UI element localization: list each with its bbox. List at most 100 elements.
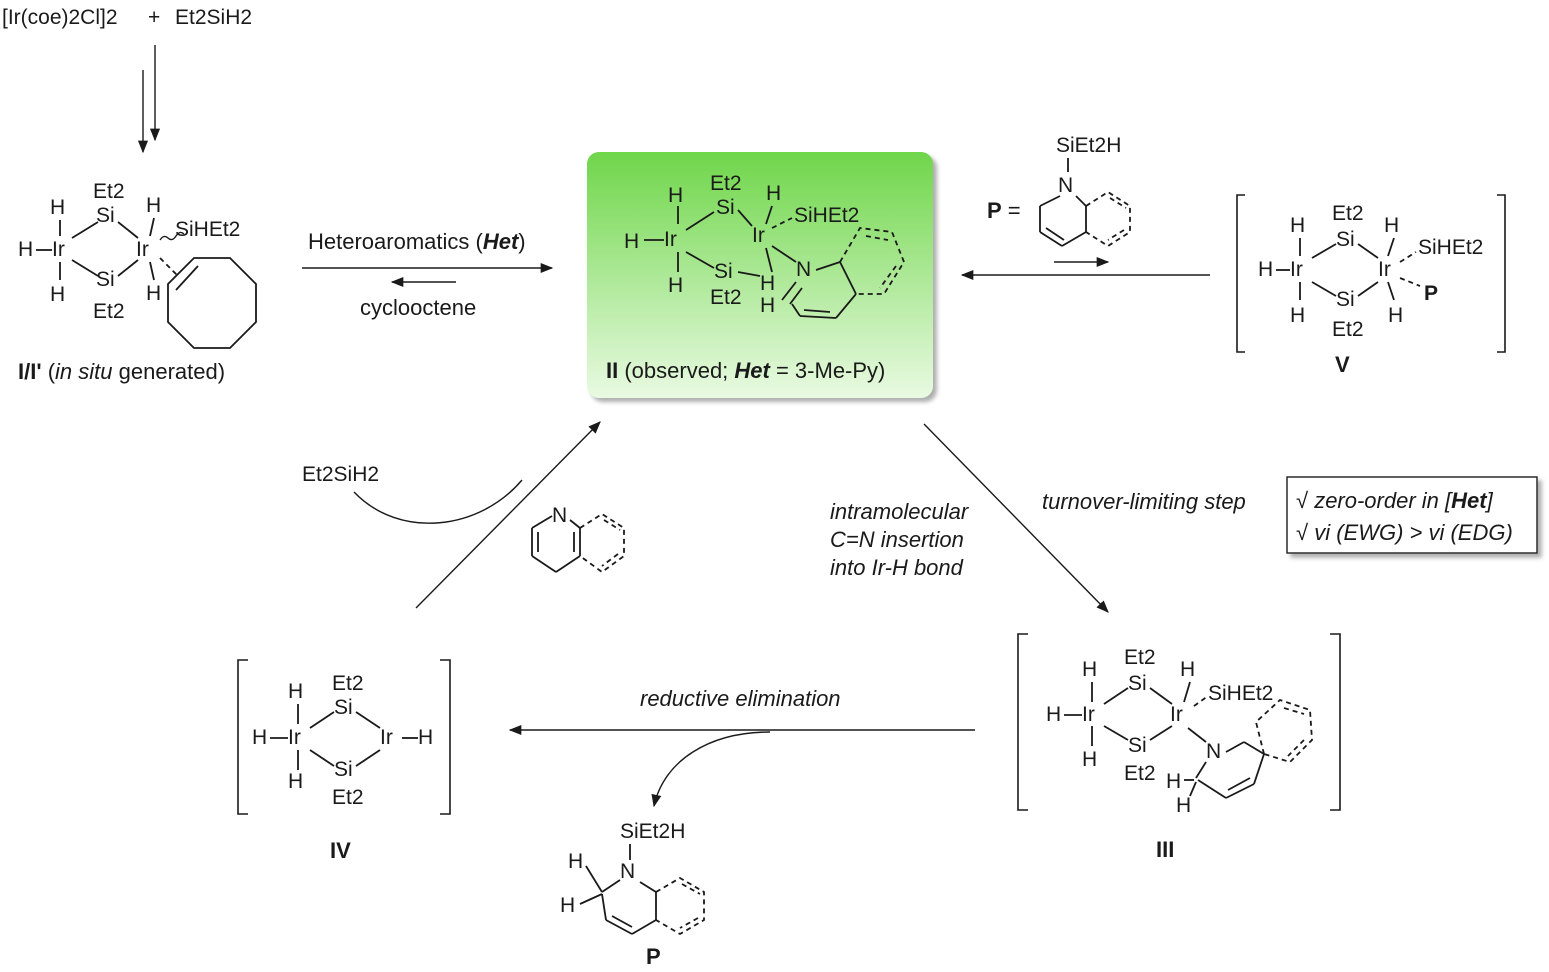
atom-h: H bbox=[18, 238, 33, 261]
atom-si-top: Si bbox=[1128, 672, 1147, 695]
atom-h: H bbox=[1258, 258, 1273, 281]
fused-benzo-dashed bbox=[839, 227, 906, 295]
atom-h: H bbox=[766, 182, 781, 205]
et2-group: Et2 bbox=[1124, 646, 1156, 669]
iridium-precursor: [Ir(coe)2Cl]2 bbox=[2, 6, 118, 29]
label-complex-ii: II (observed; Het = 3-Me-Py) bbox=[606, 358, 885, 383]
et2-group: Et2 bbox=[710, 172, 742, 195]
turnover-limiting-label: turnover-limiting step bbox=[1042, 489, 1246, 514]
sihet2-ligand: SiHEt2 bbox=[794, 204, 859, 227]
product-release-arrow bbox=[651, 731, 771, 808]
atom-h: H bbox=[146, 194, 161, 217]
atom-ir-right: Ir bbox=[1170, 703, 1183, 726]
atom-n: N bbox=[552, 504, 567, 527]
atom-h: H bbox=[1290, 304, 1305, 327]
atom-h: H bbox=[568, 850, 583, 873]
et2-group: Et2 bbox=[1124, 762, 1156, 785]
atom-si-top: Si bbox=[1336, 228, 1355, 251]
arrow-ii-to-iii bbox=[923, 423, 1109, 613]
atom-ir-right: Ir bbox=[380, 726, 393, 749]
insertion-label-1: intramolecular bbox=[830, 499, 970, 524]
atom-n: N bbox=[796, 258, 811, 281]
atom-h: H bbox=[1082, 658, 1097, 681]
label-product-p: P bbox=[646, 944, 661, 969]
heteroaromatics-label: Heteroaromatics (Het) bbox=[308, 229, 526, 254]
atom-si-bottom: Si bbox=[96, 268, 115, 291]
atom-si-bottom: Si bbox=[1336, 288, 1355, 311]
complex-ii: H H Ir H Et2 Si Ir H SiHEt2 Si Et2 H N H bbox=[606, 172, 906, 383]
starting-reagents: [Ir(coe)2Cl]2 + Et2SiH2 bbox=[2, 6, 252, 29]
atom-h: H bbox=[50, 196, 65, 219]
atom-h: H bbox=[252, 726, 267, 749]
et2-group: Et2 bbox=[332, 786, 364, 809]
et2-group: Et2 bbox=[332, 672, 364, 695]
sihet2-ligand: SiHEt2 bbox=[1418, 236, 1483, 259]
atom-si-bottom: Si bbox=[334, 758, 353, 781]
atom-n: N bbox=[620, 860, 635, 883]
atom-ir-left: Ir bbox=[1082, 703, 1095, 726]
atom-ir-left: Ir bbox=[288, 726, 301, 749]
complex-iii: H H Ir H Et2 Si Si Et2 Ir H SiHEt2 N H H bbox=[1017, 633, 1341, 862]
atom-h: H bbox=[1384, 214, 1399, 237]
atom-ir-right: Ir bbox=[136, 238, 149, 261]
atom-h: H bbox=[1082, 748, 1097, 771]
atom-si-bottom: Si bbox=[1128, 734, 1147, 757]
atom-ir-left: Ir bbox=[664, 228, 677, 251]
note-rate-comparison: √ vi (EWG) > vi (EDG) bbox=[1296, 520, 1513, 545]
atom-n: N bbox=[1206, 740, 1221, 763]
atom-h: H bbox=[1166, 770, 1181, 793]
label-complex-iv: IV bbox=[330, 838, 351, 863]
atom-h: H bbox=[288, 770, 303, 793]
fused-benzo-dashed bbox=[655, 876, 705, 936]
atom-si-top: Si bbox=[334, 696, 353, 719]
sihet2-ligand: SiHEt2 bbox=[1208, 682, 1273, 705]
atom-h: H bbox=[288, 680, 303, 703]
cyclooctene-ring bbox=[167, 257, 257, 349]
atom-h: H bbox=[560, 894, 575, 917]
quinoline-substrate: N bbox=[531, 504, 625, 574]
atom-h: H bbox=[1388, 304, 1403, 327]
atom-ir-right: Ir bbox=[1378, 258, 1391, 281]
atom-h: H bbox=[1176, 794, 1191, 817]
arrow-iv-to-ii bbox=[415, 421, 601, 609]
product-definition: P = SiEt2H N bbox=[987, 134, 1131, 248]
note-zero-order: √ zero-order in [Het] bbox=[1296, 488, 1494, 513]
atom-h-c2: H bbox=[760, 294, 775, 317]
label-complex-iii: III bbox=[1156, 837, 1174, 862]
silane-in-label: Et2SiH2 bbox=[302, 463, 379, 486]
p-equals: P = bbox=[987, 198, 1021, 223]
atom-ir-left: Ir bbox=[1290, 258, 1303, 281]
et2-group: Et2 bbox=[710, 286, 742, 309]
atom-si-top: Si bbox=[716, 196, 735, 219]
insertion-label-3: into Ir-H bond bbox=[830, 555, 964, 580]
atom-si-top: Si bbox=[96, 204, 115, 227]
et2-group: Et2 bbox=[1332, 318, 1364, 341]
complex-iv: H H Ir H Et2 Si Si Et2 Ir H IV bbox=[237, 659, 451, 863]
et2-group: Et2 bbox=[93, 300, 125, 323]
atom-h: H bbox=[668, 274, 683, 297]
atom-h: H bbox=[50, 283, 65, 306]
atom-h: H bbox=[418, 726, 433, 749]
atom-si-bottom: Si bbox=[714, 260, 733, 283]
fused-benzo-dashed bbox=[579, 512, 625, 574]
et2-group: Et2 bbox=[93, 180, 125, 203]
atom-h: H bbox=[1180, 658, 1195, 681]
atom-ir-left: Ir bbox=[52, 238, 65, 261]
reductive-elimination-label: reductive elimination bbox=[640, 686, 841, 711]
product-p: SiEt2H N H H P bbox=[560, 820, 705, 969]
fused-benzo-dashed bbox=[1085, 190, 1131, 248]
atom-ir-right: Ir bbox=[752, 224, 765, 247]
atom-h: H bbox=[1290, 214, 1305, 237]
highlight-box-complex-ii bbox=[587, 152, 933, 398]
sihet2-ligand: SiHEt2 bbox=[175, 218, 240, 241]
silane-curved-arrow bbox=[353, 479, 523, 524]
complex-i: H Ir H H Et2 Si Si Et2 Ir H H SiHEt2 I/I… bbox=[18, 180, 257, 384]
atom-h: H bbox=[668, 184, 683, 207]
complex-v: H H Ir H Et2 Si Si Et2 Ir H H SiHEt2 P V bbox=[1236, 194, 1506, 377]
p-ligand: P bbox=[1424, 282, 1438, 305]
atom-n: N bbox=[1058, 174, 1073, 197]
fused-benzo-dashed bbox=[1254, 698, 1313, 764]
label-complex-v: V bbox=[1335, 352, 1350, 377]
et2-group: Et2 bbox=[1332, 202, 1364, 225]
